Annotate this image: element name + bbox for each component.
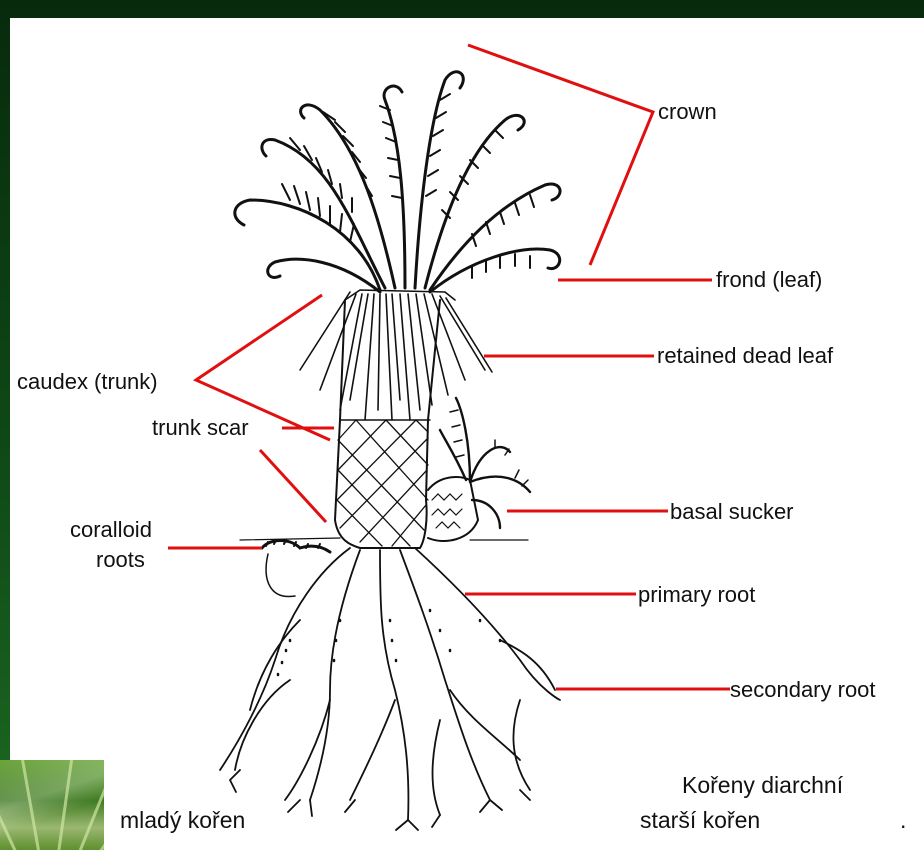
label-basal-sucker: basal sucker [670, 500, 794, 524]
caption-young-root: mladý kořen [120, 808, 245, 832]
label-coralloid-line1: coralloid [70, 518, 152, 542]
basal-sucker [428, 398, 530, 541]
label-caudex: caudex (trunk) [17, 370, 158, 394]
crown-fronds [235, 72, 560, 292]
label-frond: frond (leaf) [716, 268, 822, 292]
label-retained-dead-leaf: retained dead leaf [657, 344, 833, 368]
label-coralloid-line2: roots [96, 548, 145, 572]
label-trunk-scar: trunk scar [152, 416, 249, 440]
plant-illustration [220, 72, 560, 830]
root-system [220, 548, 560, 830]
crown-leader [468, 45, 653, 265]
caption-roots-title: Kořeny diarchní [682, 773, 843, 797]
label-primary-root: primary root [638, 583, 755, 607]
label-crown: crown [658, 100, 717, 124]
caption-older-root: starší kořen [640, 808, 760, 832]
coralloid-roots-drawing [262, 540, 330, 597]
palm-leaves-photo-thumbnail [0, 760, 104, 850]
trunk-scar-leader-diag [260, 450, 326, 522]
dead-leaf-skirt [300, 290, 492, 420]
label-secondary-root: secondary root [730, 678, 876, 702]
caption-older-root-period: . [900, 808, 906, 832]
